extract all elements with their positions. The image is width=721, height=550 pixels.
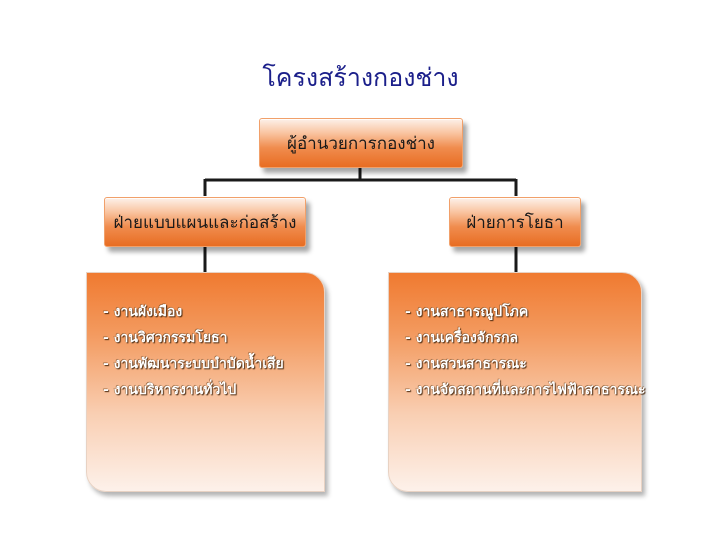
division-box-works: ฝ่ายการโยธา: [449, 197, 581, 247]
chart-title: โครงสร้างกองช่าง: [262, 63, 459, 92]
division-box-design: ฝ่ายแบบแผนและก่อสร้าง: [104, 197, 306, 247]
root-box: ผู้อำนวยการกองช่าง: [259, 118, 463, 168]
division-task-list-works: - งานสาธารณูปโภค - งานเครื่องจักรกล - งา…: [405, 299, 645, 403]
task-item: - งานสาธารณูปโภค: [405, 304, 529, 320]
division-label-works: ฝ่ายการโยธา: [466, 212, 564, 233]
task-item: - งานวิศวกรรมโยธา: [103, 330, 228, 346]
task-item: - งานพัฒนาระบบบำบัดน้ำเสีย: [103, 356, 284, 372]
division-panel-design: - งานผังเมือง - งานวิศวกรรมโยธา - งานพัฒ…: [86, 272, 325, 492]
division-task-list-design: - งานผังเมือง - งานวิศวกรรมโยธา - งานพัฒ…: [103, 299, 284, 403]
root-label: ผู้อำนวยการกองช่าง: [286, 133, 435, 154]
task-item: - งานจัดสถานที่และการไฟฟ้าสาธารณะ: [405, 382, 646, 398]
task-item: - งานบริหารงานทั่วไป: [103, 382, 237, 398]
task-item: - งานเครื่องจักรกล: [405, 330, 519, 346]
task-item: - งานสวนสาธารณะ: [405, 356, 527, 372]
task-item: - งานผังเมือง: [103, 304, 183, 320]
division-panel-works: - งานสาธารณูปโภค - งานเครื่องจักรกล - งา…: [388, 272, 645, 492]
division-label-design: ฝ่ายแบบแผนและก่อสร้าง: [113, 212, 297, 233]
